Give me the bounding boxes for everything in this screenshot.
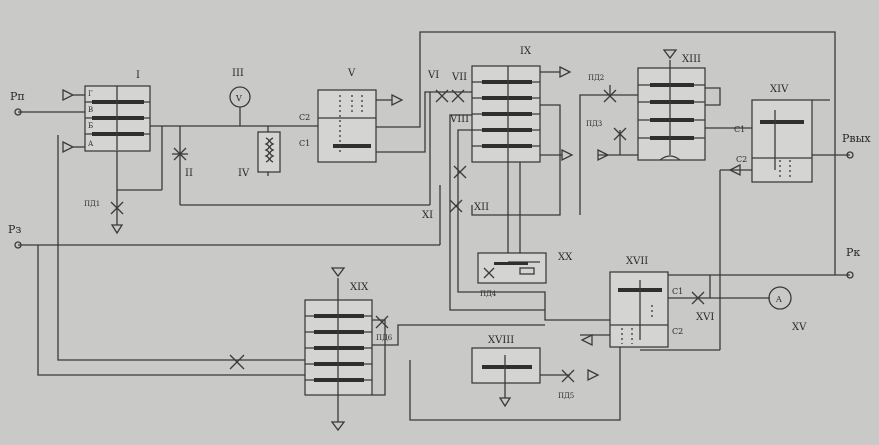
exhaust-triangle-icon [559, 65, 572, 79]
block-XIV: XIV C1 C2 [728, 84, 813, 183]
choke-icon [449, 199, 463, 213]
exhaust-triangle-icon [728, 163, 741, 177]
block-IV: IV [238, 131, 281, 179]
block-label-VII: VII [451, 72, 467, 83]
port-circle-icon [846, 151, 854, 159]
port-label-pp: Рп [10, 90, 25, 103]
block-label-I: I [136, 70, 140, 81]
block-label-XI: XI [422, 210, 433, 221]
nozzle-icon [659, 155, 681, 161]
choke-icon [375, 315, 389, 329]
port-pz: Рз [8, 223, 22, 249]
block-label-XVI: XVI [696, 312, 714, 323]
gauge-III: V III [229, 68, 251, 108]
block-I: Г В Б А I [62, 70, 151, 154]
block-label-IX: IX [520, 46, 532, 57]
block-IX: IX [471, 46, 574, 163]
exhaust-triangle-icon [330, 421, 346, 432]
block-label-XVII: XVII [626, 256, 648, 267]
chamber-c2-label: C2 [672, 327, 683, 336]
port-label-pout: Рвых [842, 132, 871, 145]
block-label-VIII: VIII [449, 114, 469, 125]
block-label-XIII: XIII [682, 54, 701, 65]
supply-triangle-icon [597, 148, 610, 162]
supply-triangle-icon [62, 140, 75, 154]
chokes-XI-XII: XI XII [422, 165, 489, 221]
port-pout: Рвых [842, 132, 871, 159]
choke-icon [229, 354, 245, 370]
block-XIII: XIII ПД2 ПД3 [586, 49, 706, 162]
exhaust-triangle-icon [580, 333, 593, 347]
block-XVII: XVII C1 C2 [580, 256, 683, 348]
gauge-symbol: V [235, 94, 242, 103]
choke-icon [603, 89, 617, 103]
exhaust-triangle-icon [391, 93, 404, 107]
block-XX: XX ПД4 [477, 252, 573, 298]
block-label-XIX: XIX [350, 282, 369, 293]
port-label-pz: Рз [8, 223, 21, 236]
choke-label-pd1: ПД1 [84, 200, 100, 208]
exhaust-triangle-icon [561, 148, 574, 162]
chamber-letter-b: Б [88, 122, 93, 130]
exhaust-triangle-icon [587, 368, 600, 382]
chokes-VI-VII: VI VII VIII [427, 70, 469, 125]
choke-icon [483, 267, 495, 279]
block-II: II [172, 147, 193, 179]
chamber-c2-label: C2 [736, 155, 747, 164]
gauge-icon [229, 86, 251, 108]
choke-icon [110, 201, 124, 215]
block-label-XII: XII [474, 202, 489, 213]
choke-label-pd3: ПД3 [586, 120, 602, 128]
chamber-c2-label: C2 [299, 113, 310, 122]
choke-icon [453, 165, 467, 179]
chamber-letter-g: Г [88, 90, 93, 98]
chamber-letter-a: А [88, 140, 94, 148]
port-circle-icon [846, 271, 854, 279]
supply-triangle-icon [662, 49, 678, 60]
block-label-III: III [232, 68, 244, 79]
block-label-IV: IV [238, 168, 250, 179]
port-pp: Рп [10, 90, 25, 116]
choke-label-pd6: ПД6 [376, 334, 393, 342]
spring-icon [519, 267, 535, 275]
block-label-XVIII: XVIII [488, 335, 514, 346]
block-label-XX: XX [558, 252, 573, 263]
port-circle-icon [14, 241, 22, 249]
chamber-c1-label: C1 [299, 139, 310, 148]
block-label-XV: XV [792, 322, 807, 333]
port-label-pk: Рк [846, 246, 860, 259]
chamber-c1-label: C1 [734, 125, 745, 134]
choke-icon [451, 89, 465, 103]
supply-triangle-icon [62, 88, 75, 102]
coil-icon [264, 137, 270, 163]
choke-icon [561, 369, 575, 383]
block-label-II: II [185, 168, 193, 179]
block-label-VI: VI [427, 70, 439, 81]
choke-icon [435, 89, 449, 103]
block-V: V C2 C1 [299, 68, 404, 163]
block-XVI: XVI [691, 291, 714, 323]
gauge-icon [768, 286, 792, 310]
choke-icon [613, 127, 627, 141]
choke-label-pd4: ПД4 [480, 290, 497, 298]
exhaust-triangle-icon [498, 397, 512, 408]
block-label-V: V [347, 68, 356, 79]
chamber-letter-v: В [88, 106, 93, 114]
supply-triangle-icon [330, 267, 346, 278]
choke-icon [691, 291, 705, 305]
port-pk: Рк [846, 246, 860, 279]
choke-label-pd5: ПД5 [558, 392, 574, 400]
block-XIX: XIX ПД6 [229, 267, 393, 432]
block-XVIII: XVIII ПД5 [471, 335, 600, 408]
gauge-symbol-out: A [775, 295, 782, 304]
exhaust-triangle-icon [110, 224, 124, 235]
gauge-XV: A XV [768, 286, 807, 333]
block-label-XIV: XIV [770, 84, 789, 95]
connection-lines [18, 31, 850, 422]
choke-label-pd2: ПД2 [588, 74, 604, 82]
port-circle-icon [14, 108, 22, 116]
choke-pd1: ПД1 [84, 200, 124, 235]
chamber-c1-label: C1 [672, 287, 683, 296]
